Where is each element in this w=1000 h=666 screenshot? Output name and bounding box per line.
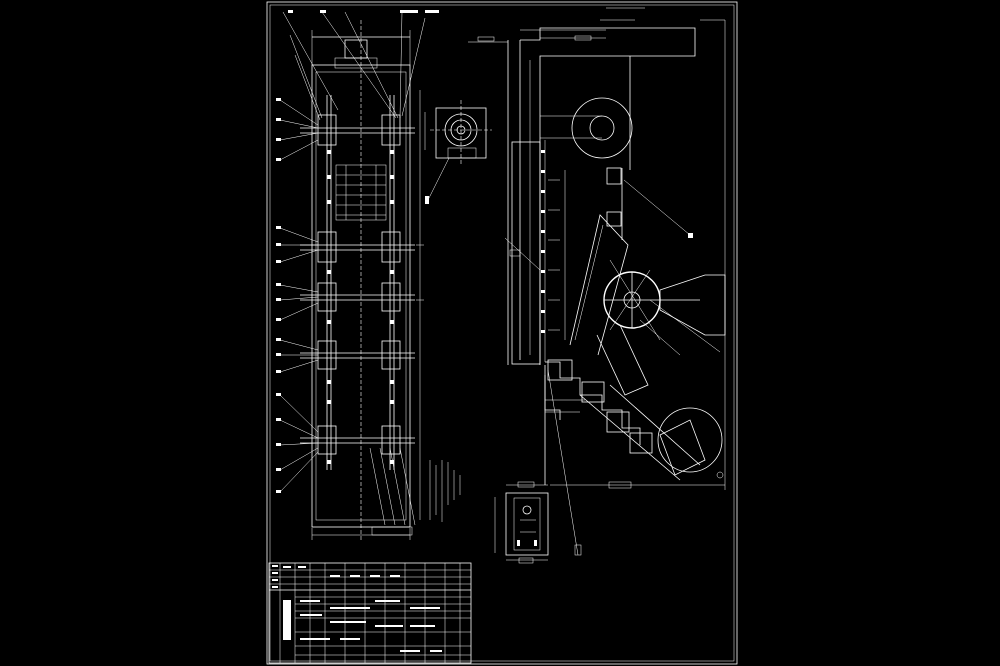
sheet-border (266, 1, 738, 665)
pulley-detail-view (424, 100, 492, 204)
part-callout-leaders-left (279, 11, 426, 526)
left-view-conveyor-frame (300, 20, 424, 540)
balloon-marks-left (276, 10, 439, 493)
title-block-table (268, 562, 472, 664)
technical-notes-block (429, 460, 461, 522)
section-detail-view (494, 481, 549, 564)
right-view-side-elevation (468, 7, 726, 556)
